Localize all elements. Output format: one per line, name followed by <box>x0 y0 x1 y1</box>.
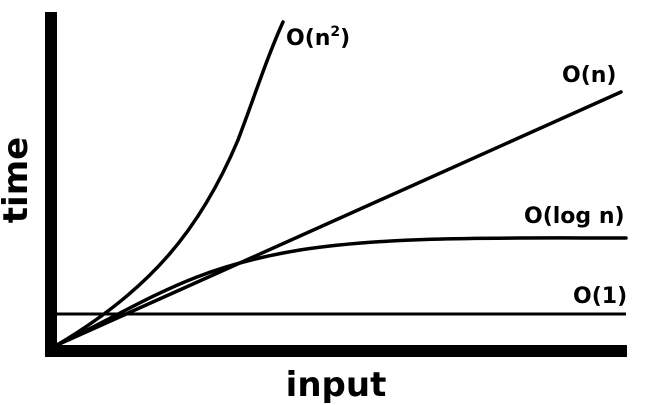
curve-logarithmic <box>55 236 628 347</box>
curve-quadratic <box>55 20 285 347</box>
label-logarithmic: O(log n) <box>524 204 625 229</box>
curve-linear <box>55 90 623 347</box>
label-constant: O(1) <box>573 284 627 309</box>
y-axis-label: time <box>0 137 36 223</box>
label-quadratic: O(n2) <box>286 24 350 51</box>
x-axis-label: input <box>286 365 387 405</box>
label-linear: O(n) <box>562 63 616 88</box>
